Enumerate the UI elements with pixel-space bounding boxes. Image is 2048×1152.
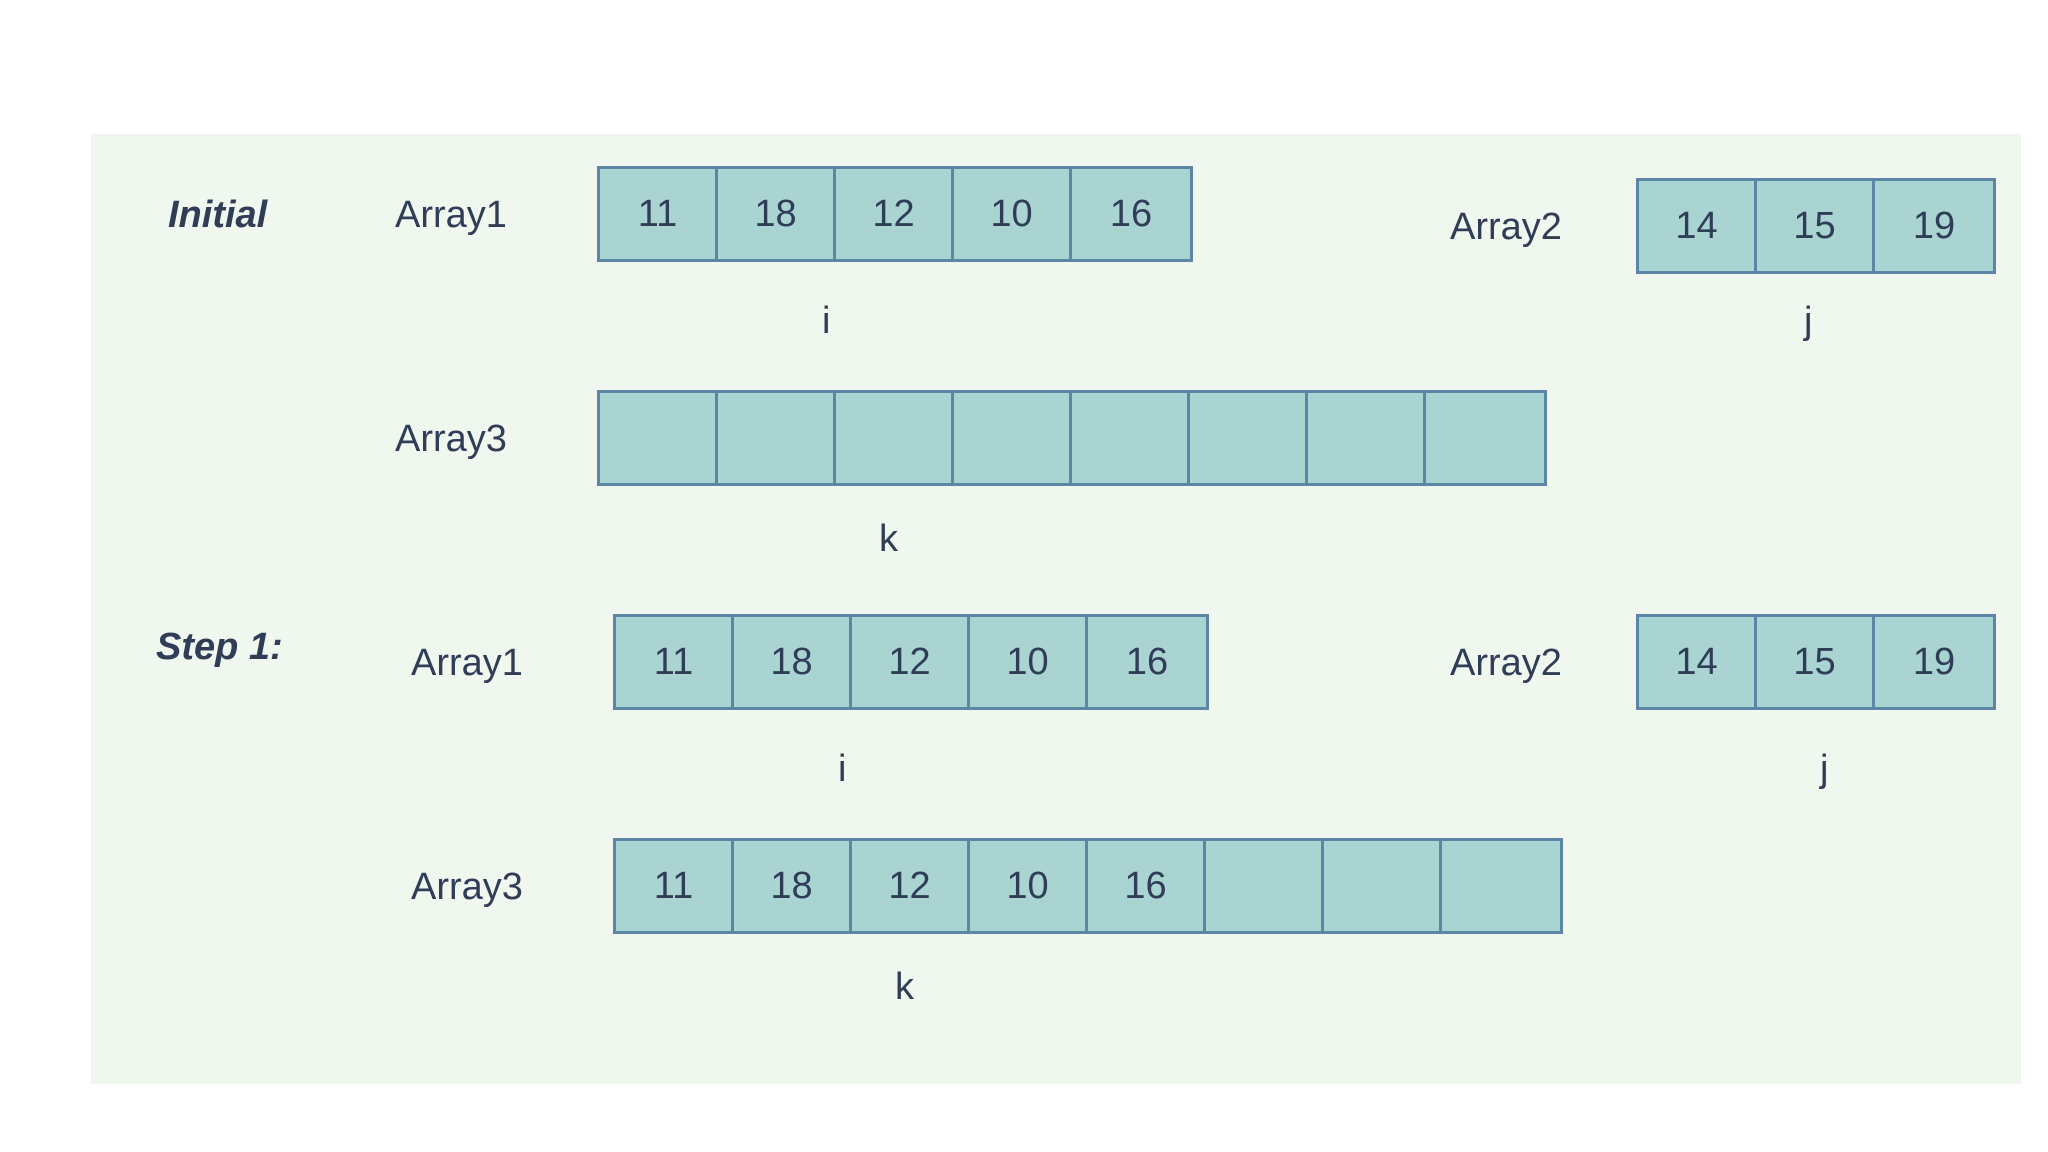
array-cell [836, 393, 954, 483]
array-cell [1206, 841, 1324, 931]
step1-pointer-k: k [895, 966, 914, 1008]
array-cell: 16 [1109, 192, 1153, 235]
initial-array2-label: Array2 [1450, 206, 1562, 248]
step1-pointer-i: i [838, 748, 847, 790]
array-cell [1426, 393, 1544, 483]
array-cell: 12 [836, 169, 954, 259]
array-cell: 12 [852, 841, 970, 931]
array-cell: 14 [1639, 181, 1757, 271]
step1-array2-label: Array2 [1450, 642, 1562, 684]
step-title-step1: Step 1: [156, 626, 283, 668]
array-cell: 16 [1125, 640, 1169, 683]
array-cell [954, 393, 1072, 483]
array-cell: 19 [1912, 204, 1956, 247]
initial-pointer-i: i [822, 300, 831, 342]
initial-array3-label: Array3 [395, 418, 507, 460]
diagram-panel [91, 134, 2021, 1084]
array-cell: 11 [600, 169, 718, 259]
array-cell: 12 [852, 617, 970, 707]
array-cell: 18 [734, 617, 852, 707]
array-cell: 11 [616, 617, 734, 707]
array-cell: 18 [718, 169, 836, 259]
array-cell: 10 [954, 169, 1072, 259]
array-cell [1072, 393, 1190, 483]
step1-pointer-j: j [1820, 748, 1829, 790]
step1-array3-label: Array3 [411, 866, 523, 908]
array-cell: 19 [1912, 640, 1956, 683]
array-cell: 11 [616, 841, 734, 931]
initial-pointer-j: j [1804, 300, 1813, 342]
initial-array3 [597, 390, 1547, 486]
array-cell [1190, 393, 1308, 483]
array-cell: 14 [1639, 617, 1757, 707]
step1-array1-label: Array1 [411, 642, 523, 684]
array-cell [1442, 841, 1560, 931]
array-cell: 10 [970, 841, 1088, 931]
array-cell: 16 [1088, 841, 1206, 931]
step-title-initial: Initial [168, 194, 268, 236]
array-cell: 15 [1757, 617, 1875, 707]
array-cell [718, 393, 836, 483]
array-cell: 15 [1757, 181, 1875, 271]
initial-array1-label: Array1 [395, 194, 507, 236]
array-cell [600, 393, 718, 483]
array-cell: 10 [970, 617, 1088, 707]
array-cell [1308, 393, 1426, 483]
array-cell [1324, 841, 1442, 931]
initial-pointer-k: k [879, 518, 898, 560]
array-cell: 18 [734, 841, 852, 931]
